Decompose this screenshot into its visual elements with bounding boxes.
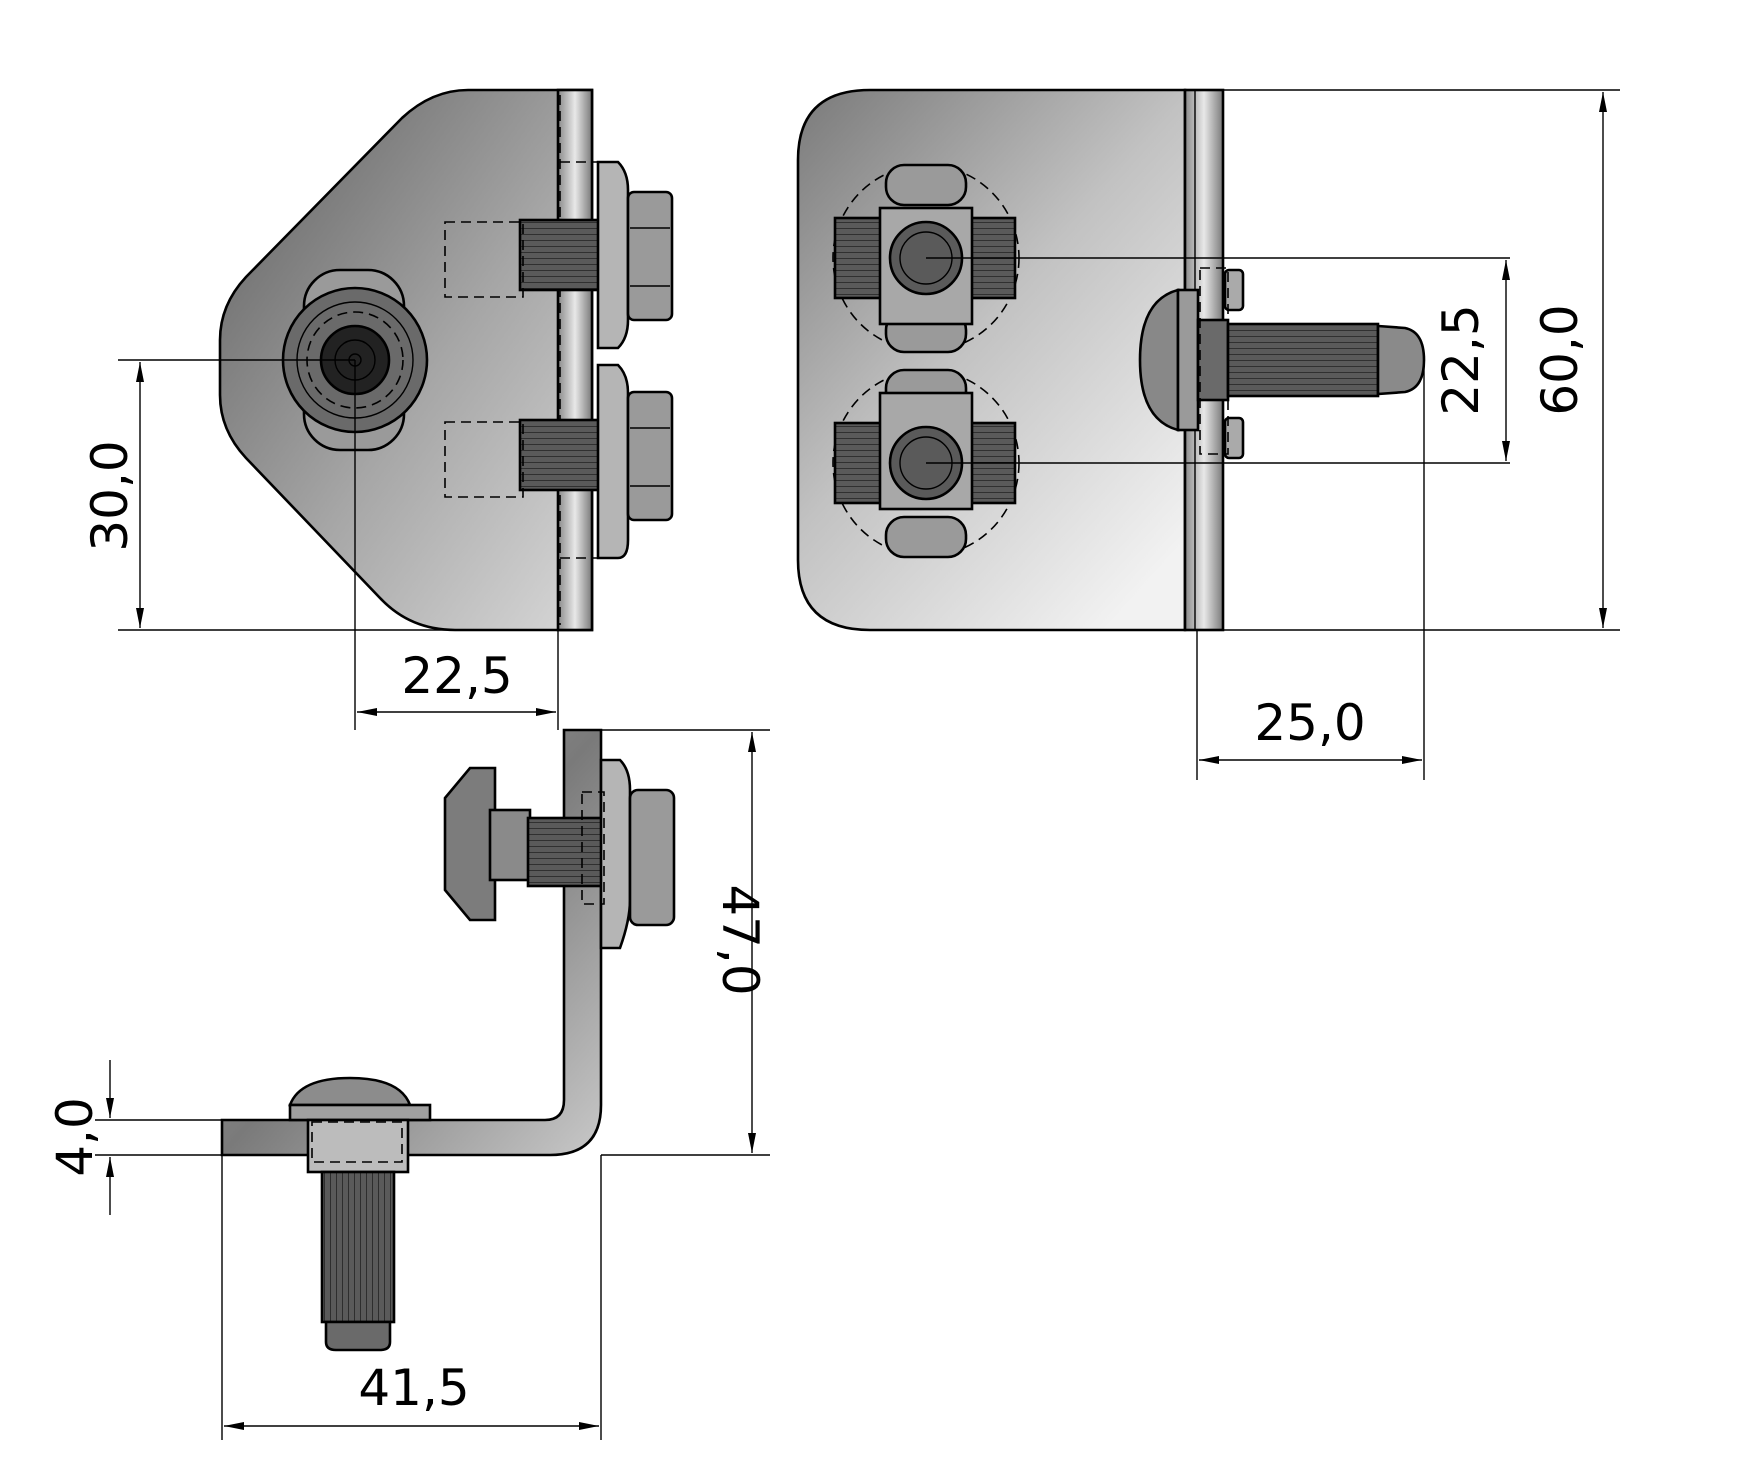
side-screw-shank <box>320 1170 396 1324</box>
front-bolt-upper-dashed-head <box>444 221 524 298</box>
front-nut-upper <box>596 160 630 350</box>
dim-front-height: 30,0 <box>81 440 139 551</box>
dim-right-height: 60,0 <box>1531 304 1589 415</box>
dim-side-width: 41,5 <box>358 1359 469 1417</box>
right-bolt-head <box>1138 288 1180 432</box>
right-bolt-shank <box>1226 322 1380 398</box>
angle-bracket <box>220 728 603 1157</box>
dim-side-thickness: 4,0 <box>46 1097 104 1177</box>
dim-side-height: 47,0 <box>711 884 769 995</box>
front-nut-lower <box>596 363 630 560</box>
side-screw-head <box>288 1076 412 1107</box>
dim-right-spacing: 22,5 <box>1432 304 1490 415</box>
t-slot-nut-head <box>443 766 497 922</box>
side-view: 47,0 4,0 41,5 <box>46 728 770 1440</box>
dim-front-width: 22,5 <box>401 647 512 705</box>
front-bolt-lower-dashed-head <box>444 421 524 498</box>
right-plate <box>796 88 1187 632</box>
front-plate-edge <box>556 88 594 632</box>
right-view: 22,5 60,0 25,0 <box>796 88 1620 780</box>
front-view: 30,0 22,5 <box>81 88 674 730</box>
dim-right-bolt-length: 25,0 <box>1254 694 1365 752</box>
